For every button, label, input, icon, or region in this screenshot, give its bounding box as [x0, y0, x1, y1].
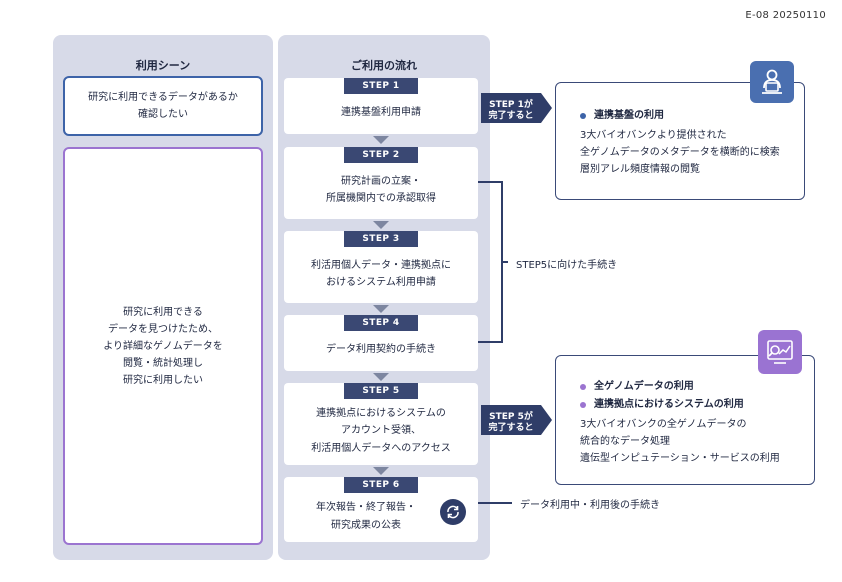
- flow-arrow: [373, 373, 389, 381]
- result-line: 遺伝型インピュテーション・サービスの利用: [580, 453, 780, 464]
- badge-arrow-tip: [541, 405, 552, 435]
- step-4-text: データ利用契約の手続き: [326, 344, 436, 356]
- flow-arrow: [373, 221, 389, 229]
- step-3-text: 利活用個人データ・連携拠点に おけるシステム利用申請: [311, 259, 451, 289]
- step-2-label: STEP 2: [344, 147, 418, 163]
- bullet-dot: [580, 384, 586, 390]
- document-id: E-08 20250110: [745, 10, 826, 21]
- step-6-text: 年次報告・終了報告・ 研究成果の公表: [316, 502, 416, 531]
- result-item: 全ゲノムデータの利用: [580, 378, 800, 396]
- result-item-text: 連携基盤の利用: [594, 110, 664, 121]
- result-line: 全ゲノムデータのメタデータを横断的に検索: [580, 147, 780, 158]
- result-item: 連携基盤の利用: [580, 107, 790, 125]
- bullet-dot: [580, 113, 586, 119]
- step-5-text: 連携拠点におけるシステムの アカウント受領、 利活用個人データへのアクセス: [311, 407, 451, 454]
- flow-arrow: [373, 467, 389, 475]
- step-5-label: STEP 5: [344, 383, 418, 399]
- result-line: 層別アレル頻度情報の閲覧: [580, 164, 700, 175]
- flow-arrow: [373, 305, 389, 313]
- result-item-text: 連携拠点におけるシステムの利用: [594, 399, 744, 410]
- step-1-text: 連携基盤利用申請: [341, 107, 421, 119]
- step-1-label: STEP 1: [344, 78, 418, 94]
- step-6-annotation: データ利用中・利用後の手続き: [520, 500, 660, 511]
- step-2-text: 研究計画の立案・ 所属機関内での承認取得: [326, 175, 436, 205]
- flow-arrow: [373, 136, 389, 144]
- result-step-5: 全ゲノムデータの利用 連携拠点におけるシステムの利用 3大バイオバンクの全ゲノム…: [555, 355, 815, 485]
- step-3-label: STEP 3: [344, 231, 418, 247]
- user-laptop-icon: [750, 61, 794, 103]
- result-line: 3大バイオバンクより提供された: [580, 130, 727, 141]
- bullet-dot: [580, 402, 586, 408]
- step-2-box: 研究計画の立案・ 所属機関内での承認取得: [284, 147, 478, 219]
- flow-column-title: ご利用の流れ: [351, 59, 417, 72]
- result-line: 統合的なデータ処理: [580, 436, 670, 447]
- step-1-complete-badge: STEP 1が 完了すると: [481, 93, 541, 123]
- result-step-1: 連携基盤の利用 3大バイオバンクより提供された 全ゲノムデータのメタデータを横断…: [555, 82, 805, 200]
- cycle-icon: [440, 499, 466, 525]
- step-4-label: STEP 4: [344, 315, 418, 331]
- step-3-box: 利活用個人データ・連携拠点に おけるシステム利用申請: [284, 231, 478, 303]
- result-item-text: 全ゲノムデータの利用: [594, 381, 694, 392]
- scene-check-data: 研究に利用できるデータがあるか 確認したい: [63, 76, 263, 136]
- scenes-column-title: 利用シーン: [135, 59, 191, 72]
- steps-2-4-annotation: STEP5に向けた手続き: [516, 260, 618, 271]
- step-5-complete-badge: STEP 5が 完了すると: [481, 405, 541, 435]
- steps-2-4-bracket: [478, 181, 508, 343]
- step-6-connector: [478, 502, 512, 504]
- result-item: 連携拠点におけるシステムの利用: [580, 396, 800, 414]
- step-6-label: STEP 6: [344, 477, 418, 493]
- badge-arrow-tip: [541, 93, 552, 123]
- scene-use-genome-data: 研究に利用できる データを見つけたため、 より詳細なゲノムデータを 閲覧・統計処…: [63, 147, 263, 545]
- result-line: 3大バイオバンクの全ゲノムデータの: [580, 419, 747, 430]
- chart-magnifier-icon: [758, 330, 802, 374]
